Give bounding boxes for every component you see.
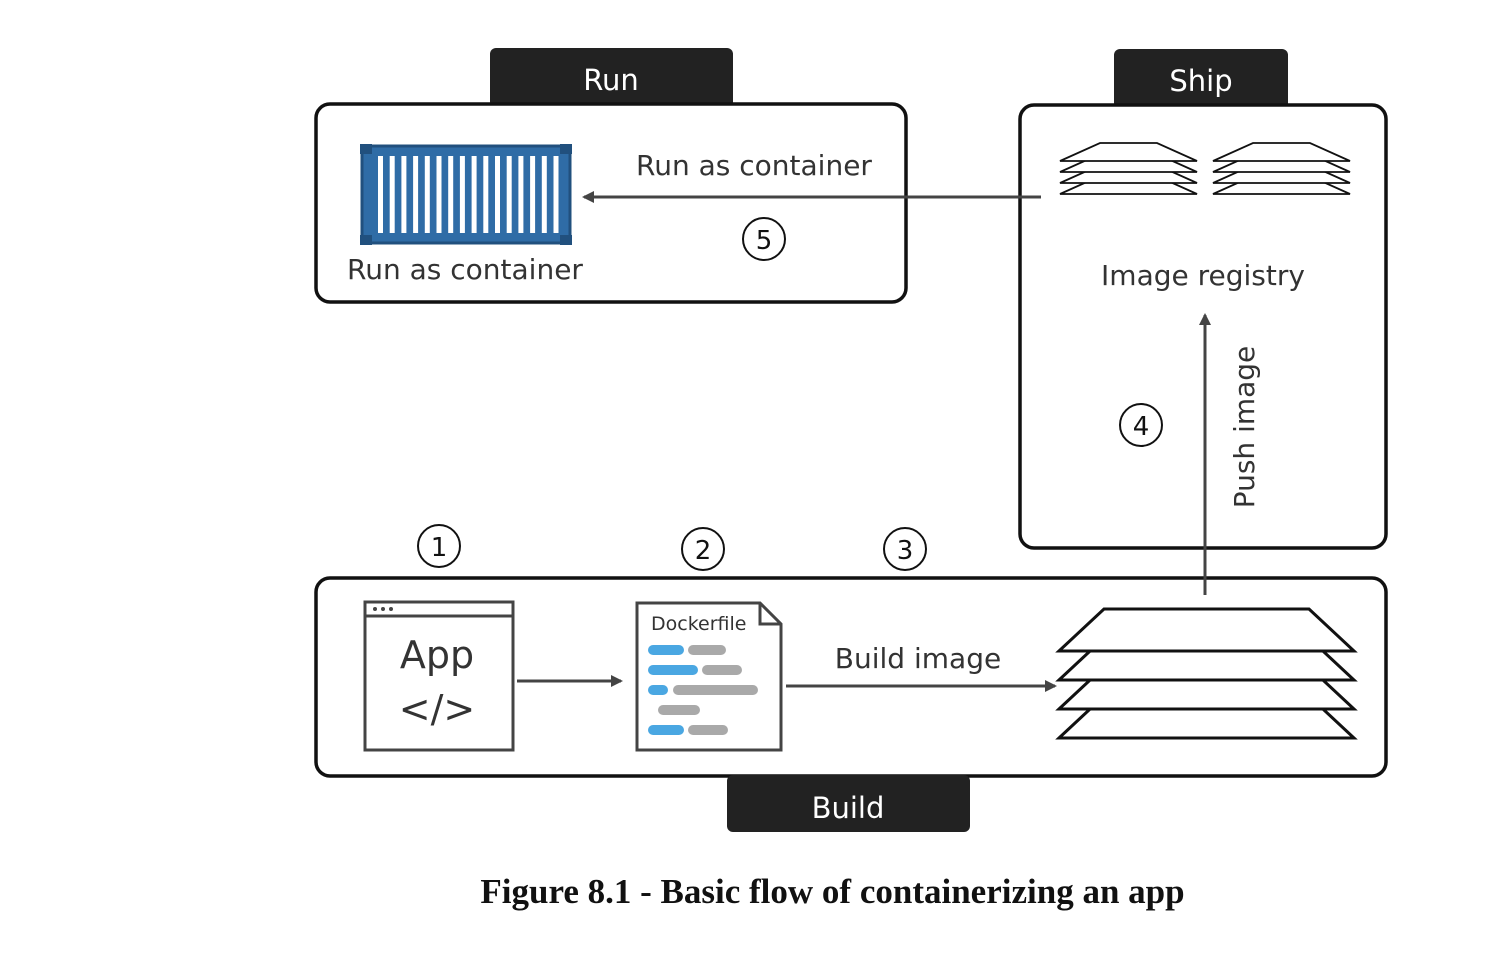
image-layers-icon bbox=[1212, 142, 1351, 195]
svg-text:5: 5 bbox=[756, 226, 773, 256]
step-marker-5: 5 bbox=[742, 217, 786, 261]
container-label: Run as container bbox=[347, 253, 583, 286]
svg-text:2: 2 bbox=[695, 536, 712, 566]
app-title: App bbox=[400, 633, 474, 677]
ship-box bbox=[1018, 103, 1388, 550]
step-marker-3: 3 bbox=[883, 527, 927, 571]
run-tab-label: Run bbox=[583, 63, 639, 97]
step-marker-2: 2 bbox=[681, 527, 725, 571]
figure-caption: Figure 8.1 - Basic flow of containerizin… bbox=[480, 872, 1185, 911]
step-marker-4: 4 bbox=[1119, 403, 1163, 447]
push-image-label: Push image bbox=[1228, 346, 1261, 509]
shipping-container-icon bbox=[360, 144, 572, 245]
step-marker-1: 1 bbox=[417, 524, 461, 568]
build-tab-label: Build bbox=[812, 791, 885, 825]
dockerfile-icon bbox=[635, 601, 783, 752]
code-window-icon bbox=[363, 600, 515, 752]
ship-tab-label: Ship bbox=[1169, 64, 1232, 98]
run-arrow-label: Run as container bbox=[636, 149, 872, 182]
image-registry-label: Image registry bbox=[1101, 259, 1305, 292]
app-code-symbol: </> bbox=[399, 687, 475, 731]
run-tab bbox=[490, 48, 733, 108]
dockerfile-label: Dockerfile bbox=[651, 613, 746, 635]
svg-text:3: 3 bbox=[897, 536, 914, 566]
build-tab bbox=[727, 775, 970, 832]
svg-text:4: 4 bbox=[1133, 412, 1150, 442]
image-layers-icon bbox=[1059, 142, 1198, 195]
svg-text:1: 1 bbox=[431, 533, 448, 563]
image-layers-icon bbox=[1055, 607, 1358, 740]
ship-tab bbox=[1114, 49, 1288, 109]
build-image-label: Build image bbox=[835, 642, 1001, 675]
